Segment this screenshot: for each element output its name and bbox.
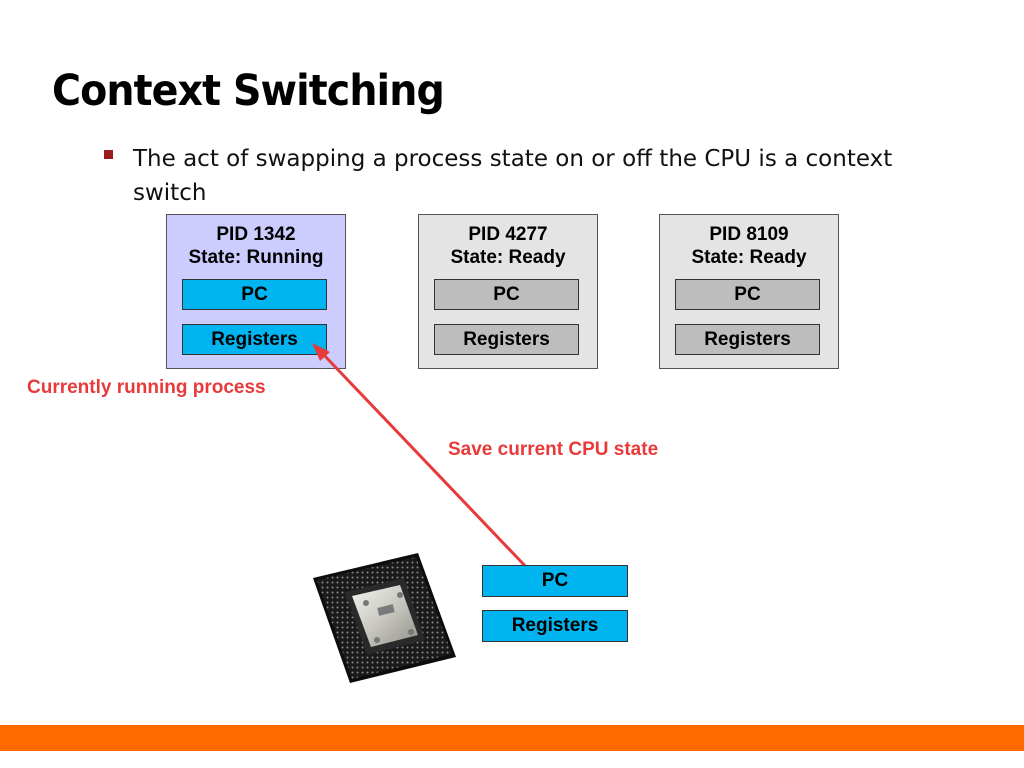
process-registers: Registers [434, 324, 579, 355]
footer-accent-bar [0, 725, 1024, 751]
process-state: State: Ready [450, 247, 566, 268]
cpu-chip-icon [313, 553, 456, 683]
process-box-1342: PID 1342 State: Running PC Registers [166, 214, 346, 369]
process-state: State: Running [188, 247, 324, 268]
process-header: PID 1342 State: Running [167, 223, 345, 269]
process-pc-register: PC [434, 279, 579, 310]
process-header: PID 8109 State: Ready [660, 223, 838, 269]
cpu-registers: Registers [482, 610, 628, 642]
process-pc-register: PC [675, 279, 820, 310]
process-registers: Registers [182, 324, 327, 355]
save-state-label: Save current CPU state [448, 439, 659, 460]
process-pid: PID 4277 [468, 224, 548, 245]
process-box-4277: PID 4277 State: Ready PC Registers [418, 214, 598, 369]
currently-running-label: Currently running process [27, 377, 266, 398]
save-state-arrow [312, 343, 531, 572]
process-state: State: Ready [691, 247, 807, 268]
slide-title: Context Switching [52, 66, 445, 116]
bullet-text: The act of swapping a process state on o… [133, 146, 893, 206]
process-box-8109: PID 8109 State: Ready PC Registers [659, 214, 839, 369]
bullet-square-icon [104, 150, 113, 159]
process-pid: PID 1342 [216, 224, 296, 245]
process-pid: PID 8109 [709, 224, 789, 245]
process-registers: Registers [675, 324, 820, 355]
cpu-pc-register: PC [482, 565, 628, 597]
process-header: PID 4277 State: Ready [419, 223, 597, 269]
process-pc-register: PC [182, 279, 327, 310]
